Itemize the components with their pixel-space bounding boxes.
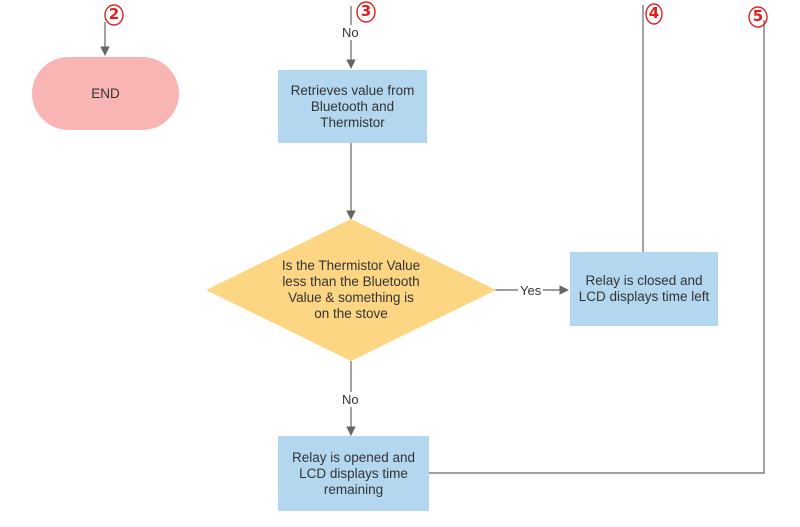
edge-label-top-no: No <box>340 25 361 40</box>
edge-label-yes: Yes <box>518 283 544 298</box>
marker-5-circle <box>748 6 768 28</box>
relay-closed-process-shape <box>570 252 718 326</box>
edge-label-bottom-no: No <box>340 392 361 407</box>
connector-relay-opened-to-5 <box>429 20 765 474</box>
relay-opened-process-shape <box>278 436 429 511</box>
retrieve-process-shape <box>278 70 427 143</box>
relay-opened-label: Relay is opened and LCD displays time re… <box>291 449 416 497</box>
marker-2-circle <box>104 4 124 26</box>
marker-2-label: 2 <box>108 5 120 23</box>
relay-closed-label: Relay is closed and LCD displays time le… <box>578 273 710 304</box>
marker-4-label: 4 <box>648 4 660 22</box>
end-terminal-label: END <box>91 85 120 101</box>
retrieve-process-label: Retrieves value from Bluetooth and Therm… <box>290 82 415 130</box>
marker-4-circle <box>645 3 663 25</box>
marker-5-label: 5 <box>752 7 764 25</box>
decision-shape <box>206 219 496 361</box>
end-terminal-shape <box>32 57 179 130</box>
decision-label: Is the Thermistor Value less than the Bl… <box>281 258 421 321</box>
marker-3-circle <box>356 1 376 23</box>
marker-3-label: 3 <box>360 2 372 20</box>
